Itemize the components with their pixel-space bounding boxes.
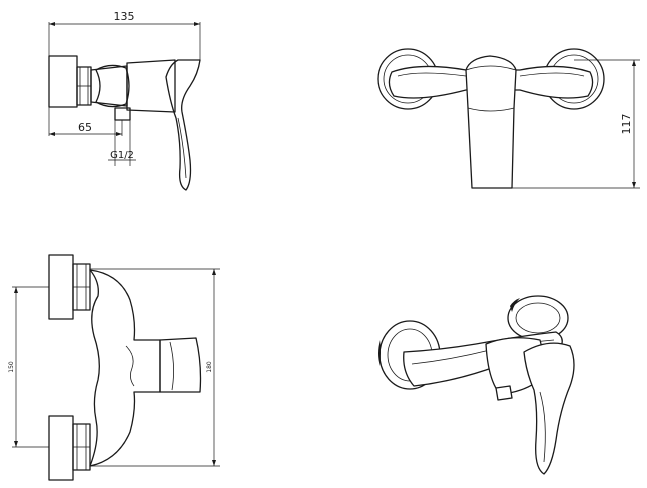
handle-top (159, 337, 202, 393)
dim-overall-width: 180 (206, 361, 213, 373)
dim-thread: G1/2 (110, 150, 134, 161)
handle-front (465, 55, 517, 189)
dim-height: 117 (620, 114, 633, 135)
side-view: 135 65 G1/2 (48, 10, 201, 191)
iso-handle (523, 342, 575, 475)
dim-total-length: 135 (114, 10, 135, 23)
lever-handle (165, 59, 201, 191)
wall-flange (48, 55, 78, 108)
outlet-connector (114, 107, 131, 121)
body-top (89, 269, 161, 467)
top-view: 150 180 (8, 254, 220, 481)
front-view: 117 (377, 48, 640, 189)
lower-flange (48, 415, 74, 481)
dim-outlet-offset: 65 (78, 121, 92, 134)
isometric-view (378, 295, 575, 475)
mixer-body (126, 59, 176, 113)
upper-flange (48, 254, 74, 320)
iso-outlet (495, 385, 513, 401)
dim-center-distance: 150 (8, 361, 15, 373)
